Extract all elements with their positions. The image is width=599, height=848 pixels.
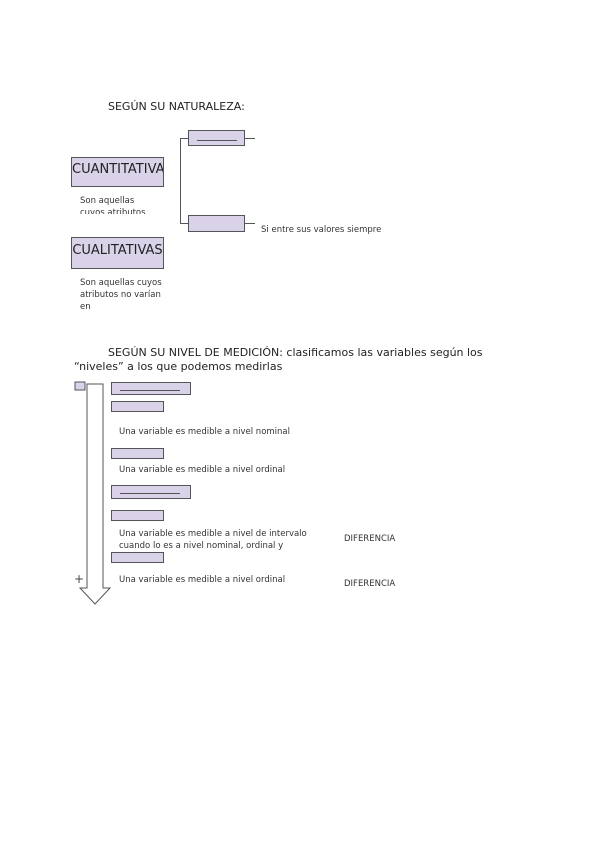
branch-box-bottom	[188, 215, 245, 232]
branch-text: Si entre sus valores siempre	[261, 225, 382, 235]
medicion-title-rest: clasificamos las variables según los	[282, 346, 483, 359]
level-text-nominal: Una variable es medible a nivel nominal	[119, 427, 290, 437]
level-box-2	[111, 401, 164, 412]
cuantitativas-label: CUANTITATIVAS	[72, 162, 164, 177]
level-text-intervalo: Una variable es medible a nivel de inter…	[119, 529, 307, 551]
level-box-1	[111, 382, 191, 395]
bracket-top	[180, 138, 188, 139]
section-naturaleza-title: SEGÚN SU NATURALEZA:	[108, 100, 245, 113]
cualitativas-box: CUALITATIVAS	[71, 237, 164, 269]
medicion-title-bold: SEGÚN SU NIVEL DE MEDICIÓN:	[108, 346, 283, 359]
down-arrow-icon	[74, 381, 112, 605]
placeholder-dash	[120, 390, 180, 391]
diferencia-label-2: DIFERENCIA	[344, 579, 396, 589]
level-box-6	[111, 552, 164, 563]
cuantitativas-desc: Son aquellas cuyos atributos	[80, 196, 146, 214]
plus-icon: +	[74, 572, 85, 586]
cuantitativas-box: CUANTITATIVAS	[71, 157, 164, 187]
connector-bottom	[245, 223, 255, 224]
bracket-bottom	[180, 223, 188, 224]
section-medicion-title: SEGÚN SU NIVEL DE MEDICIÓN: clasificamos…	[108, 345, 518, 360]
level-box-3	[111, 448, 164, 459]
placeholder-dash	[197, 140, 237, 141]
branch-box-top	[188, 130, 245, 146]
level-text-ordinal: Una variable es medible a nivel ordinal	[119, 465, 286, 475]
placeholder-dash	[120, 493, 180, 494]
connector-top	[245, 138, 255, 139]
level-box-4	[111, 485, 191, 499]
level-box-5	[111, 510, 164, 521]
cualitativas-desc: Son aquellas cuyos atributos no varían e…	[80, 278, 162, 311]
medicion-title-line2: “niveles” a los que podemos medirlas	[74, 360, 283, 373]
level-text-razon: Una variable es medible a nivel ordinal	[119, 575, 286, 585]
cualitativas-label: CUALITATIVAS	[72, 243, 163, 258]
bracket-vertical	[180, 138, 181, 224]
diferencia-label-1: DIFERENCIA	[344, 534, 396, 544]
